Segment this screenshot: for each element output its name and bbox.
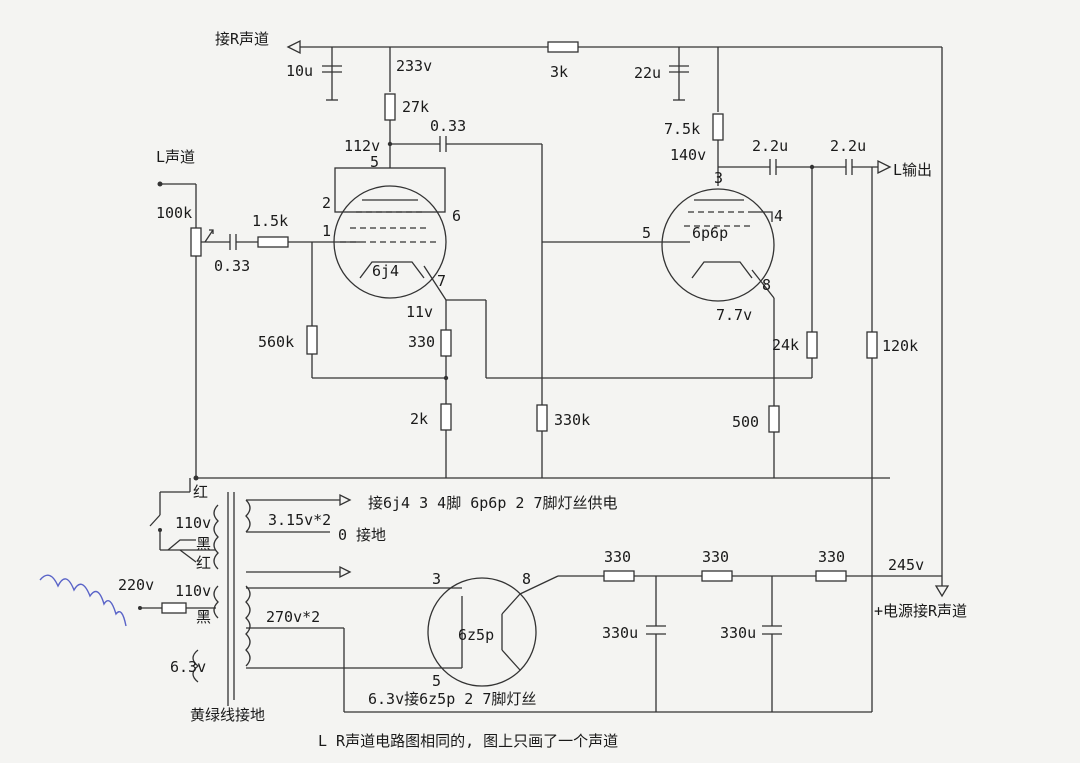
voltage-7.7v: 7.7v [716, 306, 752, 324]
cap-2.2u-label-a: 2.2u [752, 137, 788, 155]
res-330-label-b: 330 [604, 548, 631, 566]
potentiometer-100k [190, 227, 202, 257]
filament2-arrow-icon [339, 565, 352, 579]
mains-switch-fuse [138, 492, 216, 614]
wire-black-1: 黑 [196, 535, 211, 553]
voltage-11v: 11v [406, 303, 433, 321]
power-to-r-label: +电源接R声道 [874, 602, 967, 620]
cap-10u-label: 10u [286, 62, 313, 80]
resistor-330-psu-2 [701, 570, 733, 582]
voltage-110v-a: 110v [175, 514, 211, 532]
caption: L R声道电路图相同的, 图上只画了一个声道 [318, 732, 618, 750]
res-24k-label: 24k [772, 336, 799, 354]
v2-pin-4: 4 [774, 207, 783, 225]
earth-label: 黄绿线接地 [190, 706, 265, 724]
capacitor-10u [322, 65, 342, 101]
filament-note: 接6j4 3 4脚 6p6p 2 7脚灯丝供电 [368, 494, 618, 512]
wire-red-1: 红 [193, 483, 208, 501]
pen-scribble [39, 574, 127, 627]
resistor-330k [536, 404, 548, 432]
tube-6z5p-label: 6z5p [458, 626, 494, 644]
r-channel-arrow-icon [286, 39, 301, 55]
res-120k-label: 120k [882, 337, 918, 355]
wire-black-2: 黑 [196, 608, 211, 626]
res-500-label: 500 [732, 413, 759, 431]
tube-6z5p [427, 575, 559, 687]
cap-330u-label-a: 330u [602, 624, 638, 642]
rect-pin-5: 5 [432, 672, 441, 690]
v1-pin-6: 6 [452, 207, 461, 225]
resistor-330-cathode [440, 329, 452, 357]
resistor-7.5k [712, 113, 724, 141]
ground-label: 0 接地 [338, 526, 386, 544]
res-330k-label: 330k [554, 411, 590, 429]
res-330-label-d: 330 [818, 548, 845, 566]
wire-red-2: 红 [196, 554, 211, 572]
res-3k-label: 3k [550, 63, 568, 81]
res-27k-label: 27k [402, 98, 429, 116]
res-2k-label: 2k [410, 410, 428, 428]
output-arrow-icon [877, 159, 892, 175]
voltage-3.15v: 3.15v*2 [268, 511, 331, 529]
voltage-110v-b: 110v [175, 582, 211, 600]
voltage-233v: 233v [396, 57, 432, 75]
voltage-270v: 270v*2 [266, 608, 320, 626]
voltage-6.3v: 6.3v [170, 658, 206, 676]
resistor-560k [306, 325, 318, 355]
tube-6j4 [333, 167, 447, 301]
cap-2.2u-label-b: 2.2u [830, 137, 866, 155]
v1-pin-2: 2 [322, 194, 331, 212]
res-330-label-c: 330 [702, 548, 729, 566]
tube-6j4-label: 6j4 [372, 262, 399, 280]
v2-pin-8: 8 [762, 276, 771, 294]
to-r-channel-label: 接R声道 [215, 30, 269, 48]
resistor-3k [547, 41, 579, 53]
capacitor-0.33-coupling [390, 136, 690, 405]
res-560k-label: 560k [258, 333, 294, 351]
l-output-label: L输出 [893, 161, 932, 179]
voltage-245v: 245v [888, 556, 924, 574]
cap-330u-label-b: 330u [720, 624, 756, 642]
top-rail-wires [300, 46, 943, 586]
resistor-120k [866, 331, 878, 359]
v2-pin-3: 3 [714, 169, 723, 187]
l-channel-label: L声道 [156, 148, 195, 166]
v1-pin-5: 5 [370, 153, 379, 171]
rect-filament-note: 6.3v接6z5p 2 7脚灯丝 [368, 690, 536, 708]
tube-6p6p-label: 6p6p [692, 224, 728, 242]
resistor-330-psu-3 [815, 570, 847, 582]
v1-pin-7: 7 [437, 272, 446, 290]
rect-pin-8: 8 [522, 570, 531, 588]
capacitor-22u [669, 65, 689, 101]
power-transformer [192, 492, 872, 713]
filament-arrow-icon [339, 493, 352, 507]
rect-pin-3: 3 [432, 570, 441, 588]
pot-100k-label: 100k [156, 204, 192, 222]
cap-0.33-label-b: 0.33 [214, 257, 250, 275]
resistor-500 [768, 405, 780, 433]
res-330-label-a: 330 [408, 333, 435, 351]
resistor-27k [384, 93, 396, 121]
resistor-330-psu-1 [603, 570, 635, 582]
resistor-24k [806, 331, 818, 359]
cap-0.33-label-a: 0.33 [430, 117, 466, 135]
voltage-140v: 140v [670, 146, 706, 164]
voltage-112v: 112v [344, 137, 380, 155]
res-1.5k-label: 1.5k [252, 212, 288, 230]
tube-6p6p [661, 188, 775, 302]
res-7.5k-label: 7.5k [664, 120, 700, 138]
power-arrow-icon [934, 585, 950, 598]
v1-pin-1: 1 [322, 222, 331, 240]
cap-22u-label: 22u [634, 64, 661, 82]
fuse [161, 602, 187, 614]
psu-filter [558, 575, 942, 712]
v2-pin-5: 5 [642, 224, 651, 242]
resistor-2k [440, 403, 452, 431]
voltage-220v: 220v [118, 576, 154, 594]
resistor-1.5k [257, 236, 289, 248]
